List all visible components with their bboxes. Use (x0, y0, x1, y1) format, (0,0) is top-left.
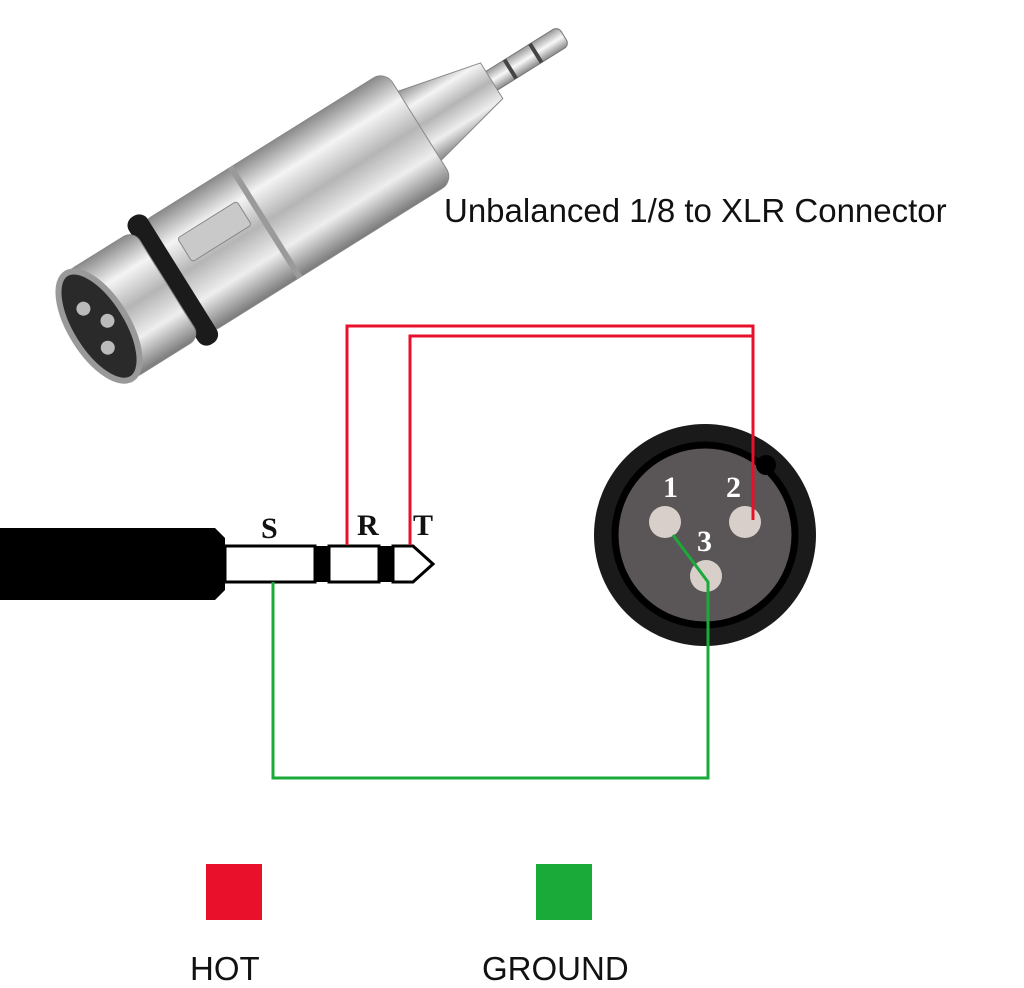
adapter-photo (55, 28, 568, 384)
xlr-pin-label-3: 3 (697, 525, 712, 558)
trs-plug (0, 528, 436, 600)
label-ring: R (357, 509, 379, 542)
legend-ground-label: GROUND (482, 950, 629, 987)
tip-insulator (379, 546, 393, 582)
pin-2 (729, 506, 761, 538)
label-tip: T (413, 509, 433, 542)
legend-hot-swatch (206, 864, 262, 920)
xlr-pin-label-2: 2 (726, 471, 741, 504)
sleeve (223, 544, 317, 584)
ring-insulator (315, 546, 329, 582)
legend-hot-label: HOT (190, 950, 260, 987)
hot-wire-tip (408, 334, 753, 545)
cable (0, 528, 225, 600)
ring (327, 544, 381, 584)
tip (391, 544, 436, 584)
hot-wires (345, 324, 755, 545)
xlr-connector (594, 424, 816, 646)
hot-wire-ring (345, 324, 755, 545)
legend-ground-swatch (536, 864, 592, 920)
xlr-pin-label-1: 1 (663, 471, 678, 504)
label-sleeve: S (261, 512, 278, 545)
diagram-title: Unbalanced 1/8 to XLR Connector (444, 192, 947, 229)
key-notch (756, 455, 776, 475)
ground-wire (271, 534, 710, 780)
pin-1 (649, 506, 681, 538)
ground-wire-sleeve (271, 534, 710, 780)
